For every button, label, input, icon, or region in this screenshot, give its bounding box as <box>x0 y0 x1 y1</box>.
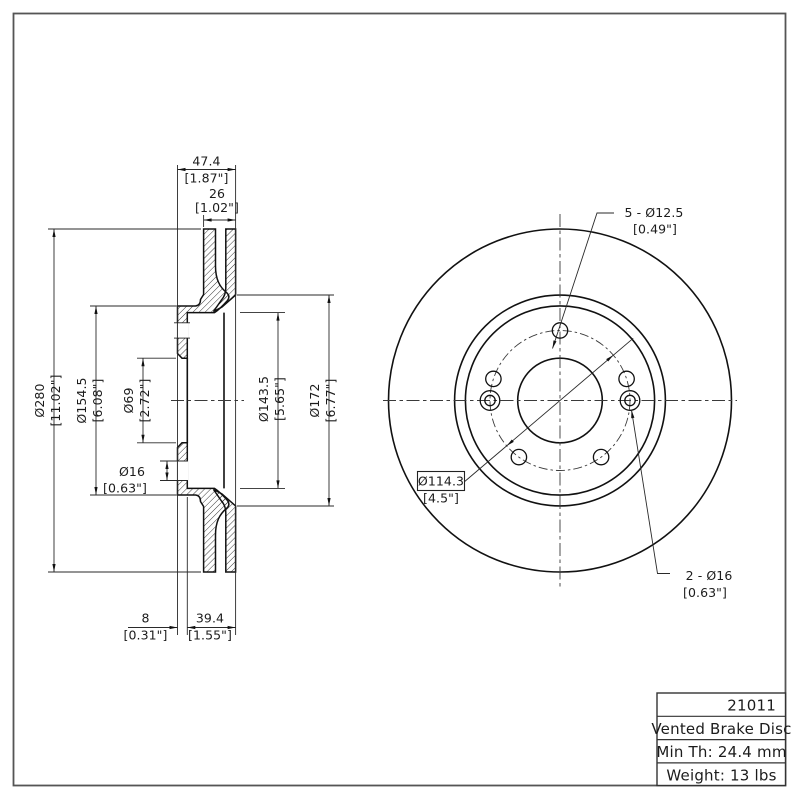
dim-hat-inner-dia-mm: Ø143.5 <box>256 376 271 422</box>
part-number: 21011 <box>727 697 776 715</box>
dim-bolt-holes-in: [0.49"] <box>633 222 677 237</box>
product-name: Vented Brake Disc <box>651 720 791 738</box>
align-holes-leader <box>631 409 670 574</box>
section-bolt-hole-opening <box>176 322 189 339</box>
dim-bolt-circle-mm: Ø114.3 <box>418 474 464 489</box>
min-thickness: Min Th: 24.4 mm <box>656 743 786 761</box>
dim-overall-width-in: [1.87"] <box>184 171 228 186</box>
bolt-holes-leader <box>552 212 614 349</box>
section-top-right-plate-transition <box>212 228 237 313</box>
alignment-holes <box>479 390 641 411</box>
weight: Weight: 13 lbs <box>666 766 776 784</box>
title-block: 21011 Vented Brake Disc Min Th: 24.4 mm … <box>651 692 791 787</box>
dim-bolt-circle-in: [4.5"] <box>423 491 459 506</box>
dim-flange-th-in: [0.31"] <box>123 628 167 643</box>
section-extension-lines <box>48 165 334 635</box>
page-border <box>12 12 787 787</box>
section-align-hole-opening <box>176 460 189 481</box>
dim-bore-dia-mm: Ø69 <box>121 387 136 413</box>
dim-hat-dia-mm: Ø154.5 <box>74 377 89 423</box>
dim-disc-thickness-in: [1.02"] <box>195 200 239 215</box>
dim-align-holes-in: [0.63"] <box>683 585 727 600</box>
dim-hat-depth-in: [1.55"] <box>188 628 232 643</box>
dim-bolt-holes-mm: 5 - Ø12.5 <box>625 205 684 220</box>
section-view: 47.4 [1.87"] 26 [1.02"] 8 [0.31"] 39.4 [… <box>32 154 338 643</box>
dim-hat-inner-dia-in: [5.65"] <box>272 377 287 421</box>
dim-hole-dia-mm: Ø16 <box>119 464 145 479</box>
dim-hat-dia-in: [6.08"] <box>90 378 105 422</box>
bolt-circle-dim-line <box>464 337 634 482</box>
section-bottom-right-plate-transition <box>212 488 237 573</box>
dim-bore-dia-in: [2.72"] <box>137 378 152 422</box>
dim-ring-inner-dia-in: [6.77"] <box>323 378 338 422</box>
front-view: Ø114.3 [4.5"] 5 - Ø12.5 [0.49"] 2 - Ø16 … <box>383 205 737 600</box>
dim-disc-thickness-mm: 26 <box>209 186 225 201</box>
dim-outer-dia-mm: Ø280 <box>32 383 47 417</box>
dim-outer-dia-in: [11.02"] <box>48 374 63 426</box>
dim-hole-dia-in: [0.63"] <box>103 481 147 496</box>
dim-hat-depth-mm: 39.4 <box>196 611 224 626</box>
section-arrowheads <box>52 167 331 630</box>
bolt-holes <box>485 322 635 466</box>
bolt-circle-label-box <box>416 470 466 492</box>
dim-align-holes-mm: 2 - Ø16 <box>686 568 733 583</box>
dim-flange-th-mm: 8 <box>141 611 149 626</box>
dim-overall-width-mm: 47.4 <box>192 154 220 169</box>
dim-ring-inner-dia-mm: Ø172 <box>307 383 322 417</box>
